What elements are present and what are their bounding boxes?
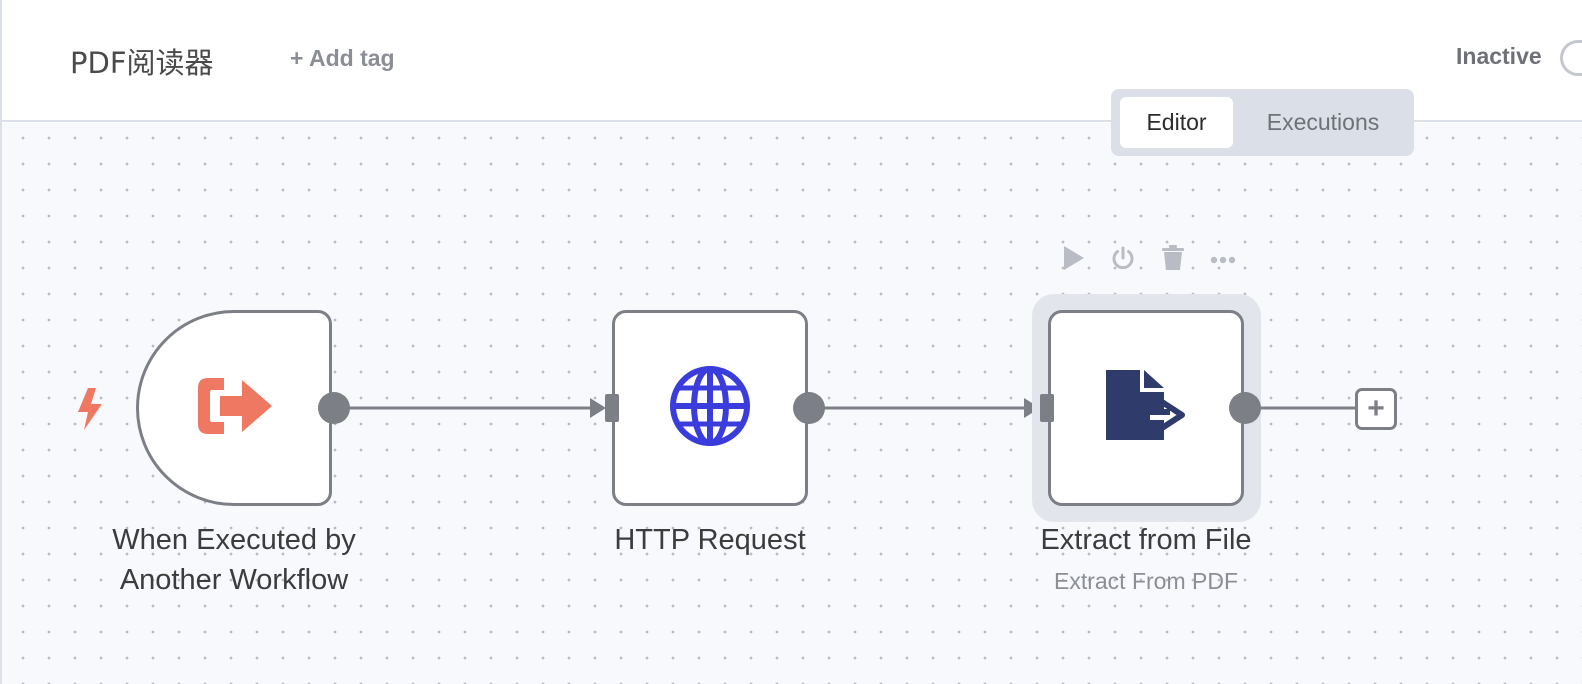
output-handle-extract[interactable]	[1229, 392, 1261, 424]
node-subtitle-extract: Extract From PDF	[1053, 568, 1238, 594]
node-title-line1: When Executed by	[112, 524, 356, 556]
file-export-icon	[1104, 368, 1188, 449]
status-label: Inactive	[1456, 43, 1542, 69]
node-title-extract: Extract from File	[1040, 524, 1252, 556]
workflow-name[interactable]: PDF阅读器	[70, 46, 214, 80]
globe-icon	[668, 364, 752, 453]
plus-icon: +	[1367, 392, 1385, 425]
node-http-request[interactable]	[612, 310, 808, 506]
node-title-line2: Another Workflow	[119, 564, 349, 596]
output-handle-trigger[interactable]	[318, 392, 350, 424]
node-extract-from-file[interactable]	[1048, 310, 1244, 506]
node-title-http: HTTP Request	[614, 524, 806, 556]
input-handle-http[interactable]	[605, 394, 619, 422]
sign-out-icon	[194, 374, 274, 443]
output-handle-http[interactable]	[793, 392, 825, 424]
view-tabs: Editor Executions	[1111, 89, 1414, 156]
trash-icon	[1161, 244, 1185, 276]
top-header: PDF阅读器 + Add tag Inactive	[2, 0, 1582, 122]
power-icon	[1110, 245, 1136, 276]
input-handle-extract[interactable]	[1040, 394, 1054, 422]
active-toggle[interactable]	[1560, 40, 1582, 76]
node-title-trigger: When Executed by Another Workflow	[64, 520, 404, 600]
play-icon	[1060, 245, 1086, 276]
node-when-executed-by-another-workflow[interactable]	[136, 310, 332, 506]
deactivate-node-button[interactable]	[1098, 242, 1148, 278]
add-node-button[interactable]: +	[1355, 388, 1397, 430]
tab-executions[interactable]: Executions	[1266, 109, 1380, 135]
more-options-button[interactable]	[1198, 242, 1248, 278]
delete-node-button[interactable]	[1148, 242, 1198, 278]
active-status: Inactive	[1456, 43, 1542, 70]
trigger-bolt-icon	[74, 388, 106, 435]
execute-node-button[interactable]	[1048, 242, 1098, 278]
more-icon	[1210, 251, 1236, 269]
add-tag-button[interactable]: + Add tag	[290, 45, 395, 71]
tab-editor[interactable]: Editor	[1120, 97, 1233, 148]
node-toolbar	[1048, 242, 1248, 278]
